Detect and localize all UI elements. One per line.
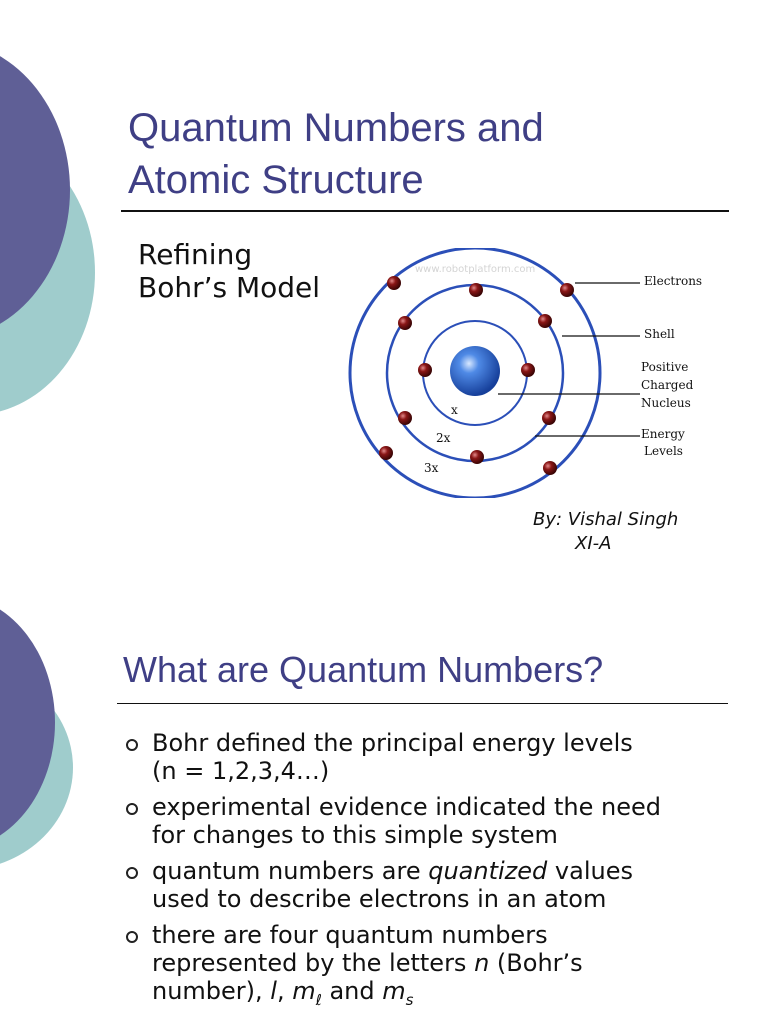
- bullet-item: there are four quantum numbers represent…: [122, 921, 752, 1014]
- label-nucleus-3: Nucleus: [641, 396, 691, 410]
- label-nucleus-1: Positive: [641, 360, 688, 374]
- label-energy-1: Energy: [641, 427, 685, 441]
- electron: [560, 283, 574, 297]
- electron: [521, 363, 535, 377]
- shell-3-orbit: [348, 248, 602, 498]
- label-shell: Shell: [644, 327, 675, 341]
- title-underline: [117, 703, 728, 704]
- electron: [379, 446, 393, 460]
- label-level-2: 2x: [436, 431, 451, 445]
- title-underline: [121, 210, 729, 212]
- label-level-1: x: [451, 403, 458, 417]
- bullet-circle-icon: [126, 739, 138, 751]
- electron: [398, 411, 412, 425]
- bullet-circle-icon: [126, 867, 138, 879]
- label-level-3: 3x: [424, 461, 439, 475]
- bohr-model-diagram: www.robotplatform.com Electrons: [348, 248, 702, 498]
- electron: [538, 314, 552, 328]
- electron: [469, 283, 483, 297]
- bullet-circle-icon: [126, 931, 138, 943]
- slide-1-title: Quantum Numbers and Atomic Structure: [128, 102, 544, 206]
- subtitle-line-1: Refining: [138, 238, 253, 271]
- byline: By: Vishal Singh XI-A: [533, 508, 678, 556]
- nucleus: [450, 346, 500, 396]
- electron: [398, 316, 412, 330]
- electron: [542, 411, 556, 425]
- label-nucleus-2: Charged: [641, 378, 694, 392]
- author-class: XI-A: [575, 533, 612, 554]
- slide-1: Quantum Numbers and Atomic Structure Ref…: [0, 40, 729, 556]
- subtitle: Refining Bohr’s Model: [138, 238, 320, 304]
- slide-2-title: What are Quantum Numbers?: [123, 649, 604, 690]
- electron: [470, 450, 484, 464]
- electron: [543, 461, 557, 475]
- title-line-1: Quantum Numbers and: [128, 106, 544, 150]
- author-name: By: Vishal Singh: [533, 509, 679, 530]
- bullet-item: quantum numbers are quantized values use…: [122, 857, 752, 913]
- label-energy-2: Levels: [644, 444, 683, 458]
- bullet-list: Bohr defined the principal energy levels…: [122, 729, 752, 1022]
- subtitle-line-2: Bohr’s Model: [138, 271, 321, 304]
- diagram-watermark: www.robotplatform.com: [415, 264, 535, 275]
- label-electrons: Electrons: [644, 274, 702, 288]
- electron: [418, 363, 432, 377]
- bullet-circle-icon: [126, 803, 138, 815]
- label-leader-lines: [498, 282, 640, 437]
- slide-2: What are Quantum Numbers? Bohr defined t…: [0, 575, 768, 1024]
- title-line-2: Atomic Structure: [128, 158, 424, 202]
- electrons: [379, 276, 574, 475]
- bullet-item: Bohr defined the principal energy levels…: [122, 729, 752, 785]
- electron: [387, 276, 401, 290]
- bullet-item: experimental evidence indicated the need…: [122, 793, 752, 849]
